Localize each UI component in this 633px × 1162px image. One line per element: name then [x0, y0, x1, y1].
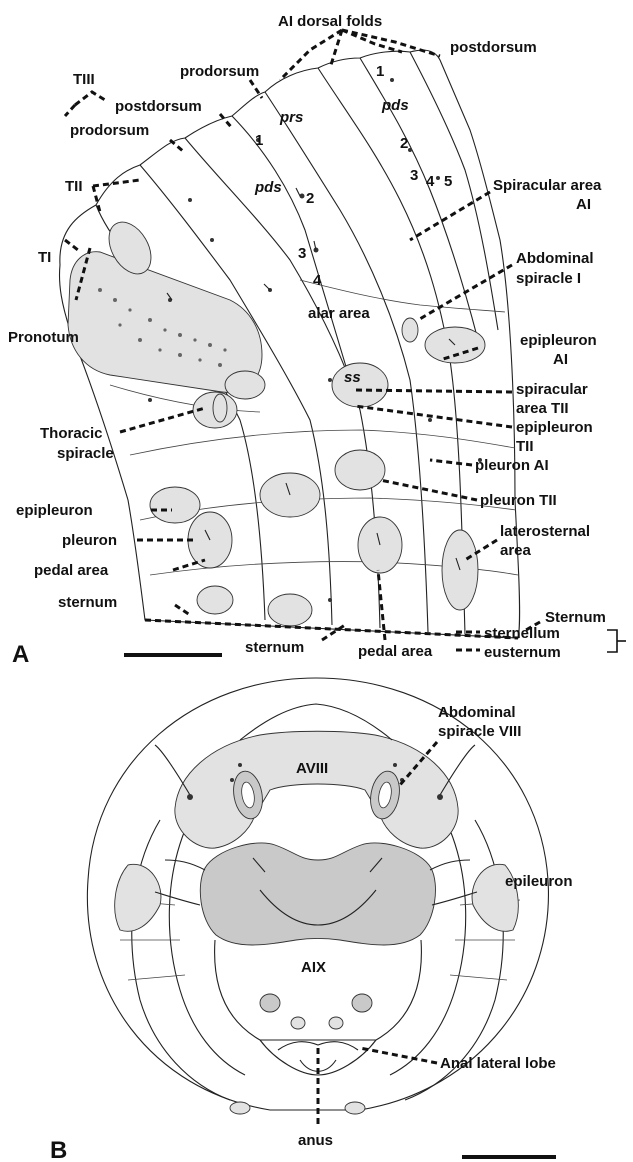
label-epipleuron-tii-2: TII: [516, 438, 534, 455]
label-sternellum: sternellum: [484, 625, 560, 642]
label-n3-center: 3: [298, 245, 306, 262]
label-prodorsum-top: prodorsum: [180, 63, 259, 80]
label-postdorsum-left: postdorsum: [115, 98, 202, 115]
label-anus: anus: [298, 1132, 333, 1149]
panel-label-b: B: [50, 1137, 67, 1162]
label-sternum-heading: Sternum: [545, 609, 606, 626]
label-n1-center: 1: [255, 132, 263, 149]
label-epileuron: epileuron: [505, 873, 573, 890]
label-epipleuron: epipleuron: [16, 502, 93, 519]
label-epipleuron-ai-1: epipleuron: [520, 332, 597, 349]
label-pedal-area-bottom: pedal area: [358, 643, 433, 660]
label-spiracular-area-ai-1: Spiracular area: [493, 177, 602, 194]
label-prs: prs: [279, 109, 303, 126]
label-laterosternal-2: area: [500, 542, 532, 559]
label-alar-area: alar area: [308, 305, 370, 322]
label-abdominal-spiracle-viii-2: spiracle VIII: [438, 723, 521, 740]
label-n2-center: 2: [306, 190, 314, 207]
label-pronotum: Pronotum: [8, 329, 79, 346]
label-anal-lateral-lobe: Anal lateral lobe: [440, 1055, 556, 1072]
label-pleuron: pleuron: [62, 532, 117, 549]
label-pleuron-tii: pleuron TII: [480, 492, 557, 509]
label-abdominal-spiracle-i-1: Abdominal: [516, 250, 594, 267]
label-pleuron-ai: pleuron AI: [475, 457, 549, 474]
label-n2-right: 2: [400, 135, 408, 152]
label-n4-right: 4: [426, 173, 435, 190]
label-spiracular-area-tii-2: area TII: [516, 400, 569, 417]
label-aix: AIX: [301, 959, 326, 976]
label-n1-right: 1: [376, 63, 384, 80]
label-ti: TI: [38, 249, 51, 266]
label-pedal-area-left: pedal area: [34, 562, 109, 579]
label-abdominal-spiracle-i-2: spiracle I: [516, 270, 581, 287]
label-laterosternal-1: laterosternal: [500, 523, 590, 540]
label-sternum-bottom: sternum: [245, 639, 304, 656]
label-prodorsum-left: prodorsum: [70, 122, 149, 139]
label-sternum-left: sternum: [58, 594, 117, 611]
label-abdominal-spiracle-viii-1: Abdominal: [438, 704, 516, 721]
label-epipleuron-ai-2: AI: [553, 351, 568, 368]
label-epipleuron-tii-1: epipleuron: [516, 419, 593, 436]
label-postdorsum-top: postdorsum: [450, 39, 537, 56]
label-tii: TII: [65, 178, 83, 195]
panel-label-a: A: [12, 641, 29, 668]
label-eusternum: eusternum: [484, 644, 561, 661]
label-ss: ss: [344, 369, 361, 386]
label-tiii: TIII: [73, 71, 95, 88]
label-thoracic-spiracle-1: Thoracic: [40, 425, 103, 442]
label-thoracic-spiracle-2: spiracle: [57, 445, 114, 462]
label-aviii: AVIII: [296, 760, 328, 777]
label-spiracular-area-tii-1: spiracular: [516, 381, 588, 398]
label-n5-right: 5: [444, 173, 452, 190]
label-n3-right: 3: [410, 167, 418, 184]
label-pds-right: pds: [381, 97, 409, 114]
label-n4-center: 4: [313, 272, 322, 289]
label-pds-center: pds: [254, 179, 282, 196]
label-ai-dorsal-folds: AI dorsal folds: [278, 13, 382, 30]
label-spiracular-area-ai-2: AI: [576, 196, 591, 213]
